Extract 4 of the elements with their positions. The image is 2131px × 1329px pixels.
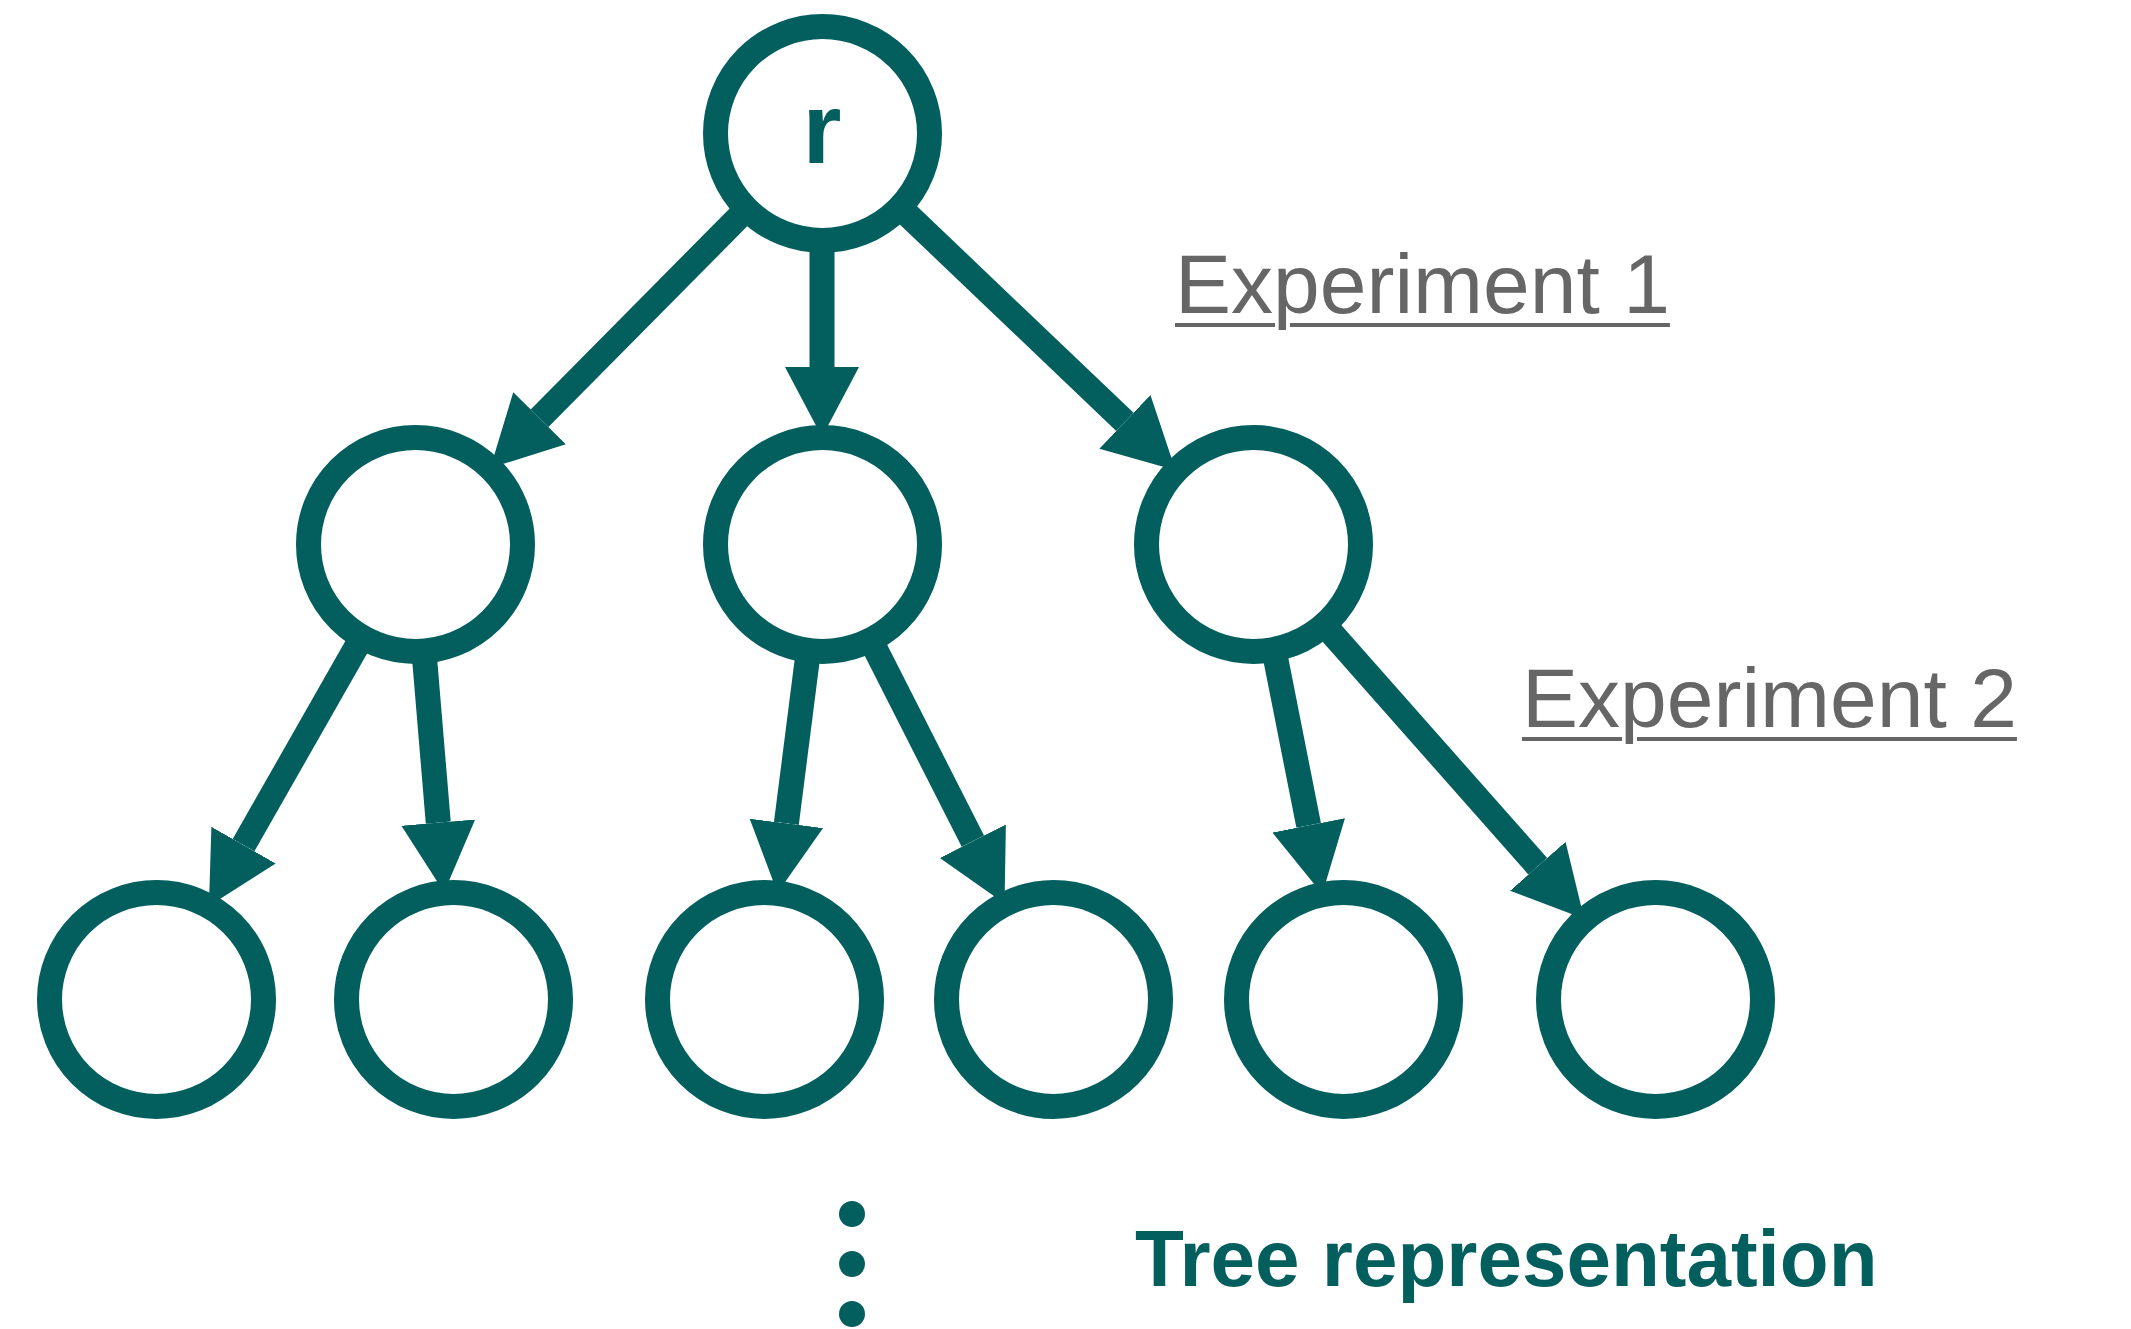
node-label: r [802,78,842,178]
annotation-label: Experiment 1 [1175,238,1670,331]
caption-text: Tree representation [1135,1215,1878,1303]
annotation-label: Experiment 2 [1522,652,2017,745]
